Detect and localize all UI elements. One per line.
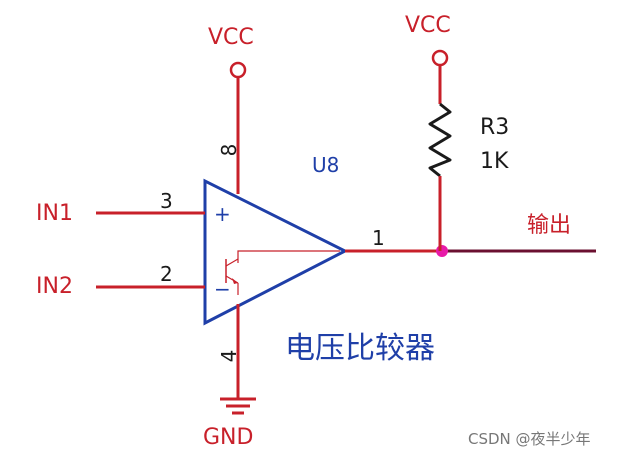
pin-8-label: 8 (217, 144, 241, 157)
vcc-right-terminal (431, 49, 449, 67)
minus-sign: − (214, 277, 231, 301)
in1-label: IN1 (36, 201, 73, 226)
output-label: 输出 (527, 213, 571, 238)
vcc-right-label: VCC (405, 13, 451, 38)
watermark: CSDN @夜半少年 (468, 430, 591, 448)
pin-4-label: 4 (217, 350, 241, 363)
vcc-left-label: VCC (208, 25, 254, 50)
in2-label: IN2 (36, 274, 73, 299)
pin-3-label: 3 (160, 189, 173, 213)
internal-transistor-collector (225, 258, 239, 267)
vcc-left-terminal (229, 61, 247, 79)
r3-label: R3 (480, 115, 509, 140)
pin-1-label: 1 (372, 226, 385, 250)
internal-emitter-arrow (232, 278, 238, 284)
r3-resistor (428, 102, 452, 178)
u8-label: U8 (312, 153, 339, 177)
r3-value-label: 1K (480, 149, 509, 174)
output-junction (436, 245, 448, 257)
comparator-triangle (203, 178, 349, 326)
plus-sign: + (214, 202, 231, 226)
pin-2-label: 2 (160, 262, 173, 286)
comparator-caption: 电压比较器 (285, 331, 435, 366)
gnd-label: GND (203, 425, 253, 450)
